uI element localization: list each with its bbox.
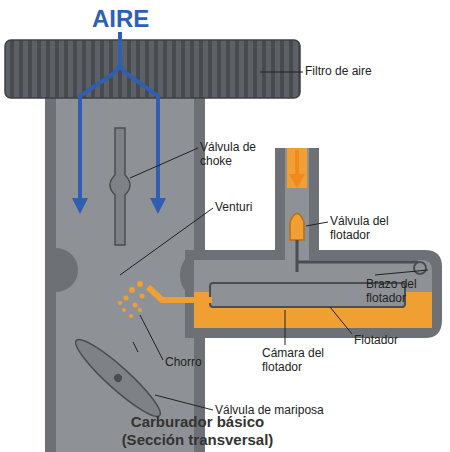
leader-lines	[120, 72, 428, 410]
air-arrowheads	[72, 198, 166, 214]
air-label: AIRE	[92, 6, 172, 32]
jet-tube	[148, 287, 212, 300]
air-flow	[80, 32, 158, 200]
butterfly-valve	[69, 332, 167, 423]
part-label: Flotador	[354, 333, 424, 347]
part-label: Venturi	[215, 200, 285, 214]
part-label: Válvula de choke	[200, 140, 270, 168]
venturi-wall	[56, 248, 78, 292]
caption: Carburador básico (Sección transversal)	[105, 413, 290, 449]
fuel-droplets	[118, 281, 145, 318]
float-arm	[297, 240, 418, 272]
part-label: Válvula del flotador	[330, 214, 410, 242]
fuel-inlet-fuel	[287, 148, 307, 188]
float-arm-pivot	[414, 262, 426, 274]
carburetor-body	[45, 95, 205, 452]
part-label: Filtro de aire	[305, 64, 415, 78]
fuel-arrowhead	[289, 174, 305, 188]
fuel-arrow	[295, 150, 299, 178]
part-label: Brazo del flotador	[366, 277, 446, 305]
air-filter	[5, 40, 300, 98]
part-label: Cámara del flotador	[262, 346, 342, 374]
part-label: Chorro	[165, 355, 225, 369]
float-needle-valve	[290, 214, 304, 241]
choke-valve	[110, 128, 130, 245]
air-channel	[56, 95, 194, 452]
